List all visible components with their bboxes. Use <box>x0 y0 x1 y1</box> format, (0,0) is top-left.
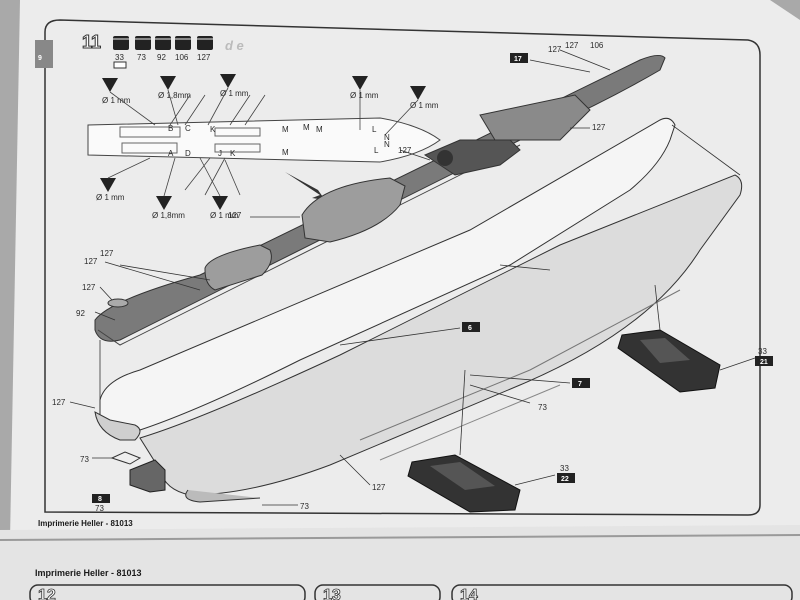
part-127: 127 <box>398 146 412 155</box>
paint-code-4: 106 <box>175 53 189 62</box>
paint-pots: 33 73 92 106 127 <box>113 36 213 62</box>
drill-size-6: Ø 1 mm <box>96 193 125 202</box>
drill-triangle-icon <box>100 178 116 192</box>
paint-code-1: 33 <box>115 53 124 62</box>
svg-text:L: L <box>372 125 377 134</box>
paint-code-2: 73 <box>137 53 146 62</box>
part-8: 8 <box>98 496 102 503</box>
part-127: 127 <box>82 283 96 292</box>
printer-footer: Imprimerie Heller - 81013 <box>38 519 133 528</box>
drill-triangle-icon <box>220 74 236 88</box>
part-127: 127 <box>52 398 66 407</box>
printer-footer-next-page: Imprimerie Heller - 81013 <box>35 568 142 578</box>
drill-triangle-icon <box>410 86 426 100</box>
drill-triangle-icon <box>156 196 172 210</box>
part-6: 6 <box>468 325 472 332</box>
part-17: 17 <box>514 56 522 63</box>
step-number-next: 12 <box>38 587 56 600</box>
svg-text:B: B <box>168 124 173 133</box>
svg-text:N: N <box>384 140 390 149</box>
svg-text:M: M <box>282 125 289 134</box>
svg-text:N: N <box>384 133 390 142</box>
drill-triangle-icon <box>212 196 228 210</box>
part-33: 33 <box>560 464 569 473</box>
brush-icon <box>113 61 127 69</box>
svg-text:M: M <box>282 148 289 157</box>
display-stand-22 <box>407 454 521 513</box>
part-127: 127 <box>548 45 562 54</box>
part-22: 22 <box>561 476 569 483</box>
step-number-next: 14 <box>460 587 478 600</box>
language-marks: d e <box>225 38 244 53</box>
rudder-parts <box>110 451 166 493</box>
svg-text:K: K <box>230 149 236 158</box>
part-127: 127 <box>84 257 98 266</box>
svg-text:M: M <box>316 125 323 134</box>
svg-text:D: D <box>185 149 191 158</box>
side-tab-number: 9 <box>38 55 42 62</box>
step-number-next: 13 <box>323 587 341 600</box>
part-21: 21 <box>760 359 768 366</box>
svg-text:M: M <box>303 123 310 132</box>
drill-size-8: Ø 1 mm <box>210 211 239 220</box>
part-106: 106 <box>590 41 604 50</box>
drill-size-7: Ø 1,8mm <box>152 211 185 220</box>
ship-hull-part <box>94 117 743 503</box>
drill-triangle-icon <box>102 78 118 92</box>
drill-triangle-icon <box>352 76 368 90</box>
svg-text:K: K <box>210 125 216 134</box>
part-127: 127 <box>228 211 242 220</box>
part-127: 127 <box>100 249 114 258</box>
svg-text:C: C <box>185 124 191 133</box>
part-labels: 127 127 106 17 127 127 127 127 127 127 9… <box>52 41 773 513</box>
drill-triangle-icon <box>160 76 176 90</box>
part-73: 73 <box>300 502 309 511</box>
drill-markers <box>100 74 426 210</box>
paint-code-3: 92 <box>157 53 166 62</box>
next-page-steps: 12 13 14 <box>29 584 793 600</box>
part-127: 127 <box>372 483 386 492</box>
drill-size-5: Ø 1 mm <box>410 101 439 110</box>
part-73: 73 <box>95 504 104 513</box>
step-number: 11 <box>82 32 101 52</box>
ship-deck-part <box>94 54 666 346</box>
part-73: 73 <box>538 403 547 412</box>
svg-text:J: J <box>218 149 222 158</box>
part-73: 73 <box>80 455 89 464</box>
part-92: 92 <box>76 309 85 318</box>
leader-lines <box>69 49 756 506</box>
paint-code-5: 127 <box>197 53 211 62</box>
deck-plan: M M M M L N L N K K B A C D J <box>87 87 441 200</box>
step-frame <box>44 19 761 516</box>
drill-size-1: Ø 1 mm <box>102 96 131 105</box>
svg-text:A: A <box>168 149 174 158</box>
part-127: 127 <box>565 41 579 50</box>
part-33: 33 <box>758 347 767 356</box>
drill-size-4: Ø 1 mm <box>350 91 379 100</box>
part-127: 127 <box>592 123 606 132</box>
side-tab <box>35 40 53 68</box>
part-7: 7 <box>578 381 582 388</box>
next-page-sheet <box>0 525 800 600</box>
svg-text:L: L <box>374 146 379 155</box>
drill-size-2: Ø 1,8mm <box>158 91 191 100</box>
drill-size-3: Ø 1 mm <box>220 89 249 98</box>
